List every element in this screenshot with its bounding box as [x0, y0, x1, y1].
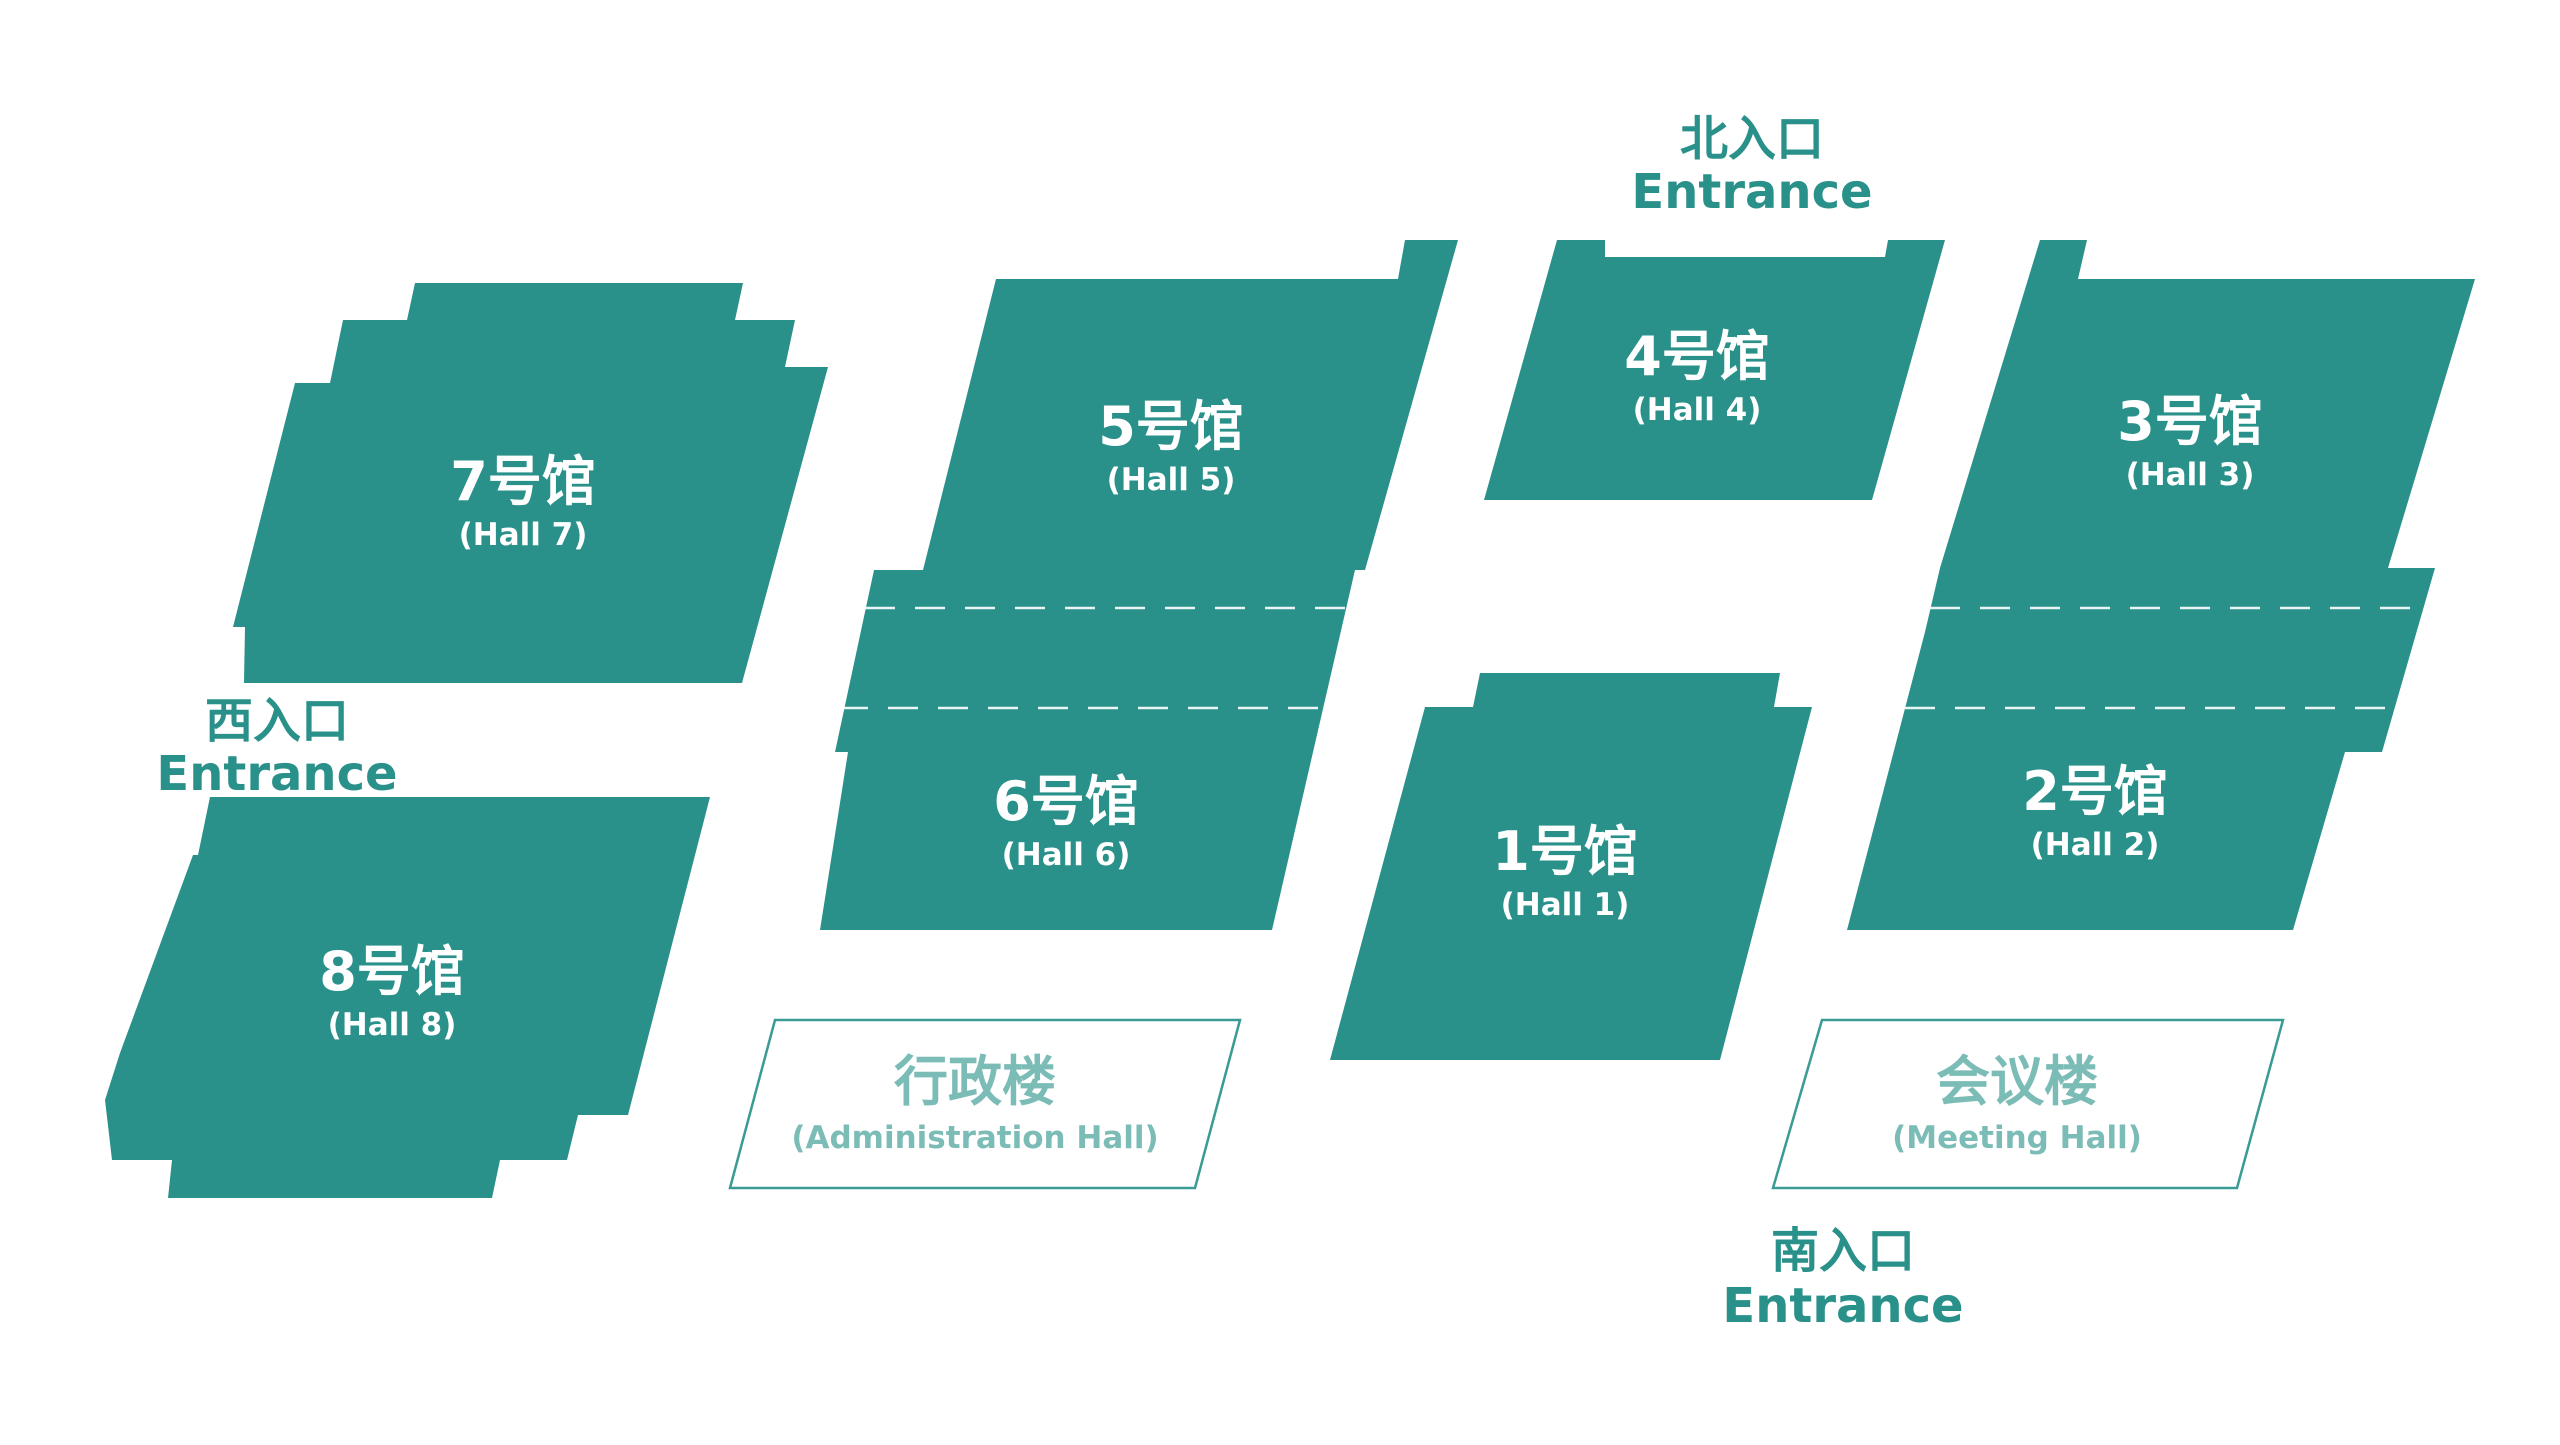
hall-7-block[interactable] — [233, 283, 828, 683]
hall-4-label: 4号馆 — [1624, 325, 1770, 388]
hall-7-sublabel: (Hall 7) — [459, 517, 588, 553]
south-entrance-sublabel: Entrance — [1722, 1278, 1963, 1334]
west-entrance-label: 西入口 — [205, 693, 349, 749]
hall-4-sublabel: (Hall 4) — [1633, 392, 1762, 428]
hall-6-label: 6号馆 — [993, 770, 1139, 833]
hall-8-block[interactable] — [105, 797, 710, 1198]
hall-2-sublabel: (Hall 2) — [2031, 827, 2160, 863]
hall-6-sublabel: (Hall 6) — [1002, 837, 1131, 873]
north-entrance-sublabel: Entrance — [1631, 164, 1872, 220]
meeting-building-block[interactable] — [1771, 1018, 2285, 1190]
hall-1-sublabel: (Hall 1) — [1501, 887, 1630, 923]
hall-5-6-block[interactable] — [820, 240, 1458, 930]
hall-3-label: 3号馆 — [2117, 390, 2263, 453]
west-entrance-sublabel: Entrance — [156, 746, 397, 802]
hall-3-sublabel: (Hall 3) — [2126, 457, 2255, 493]
hall-2-label: 2号馆 — [2022, 760, 2168, 823]
admin-building-sublabel: (Administration Hall) — [791, 1120, 1158, 1156]
north-entrance-label: 北入口 — [1680, 111, 1824, 167]
meeting-building-label: 会议楼 — [1936, 1050, 2098, 1113]
hall-8-sublabel: (Hall 8) — [328, 1007, 457, 1043]
admin-building-block[interactable] — [728, 1018, 1242, 1190]
hall-8-label: 8号馆 — [319, 940, 465, 1003]
hall-4-block[interactable] — [1484, 240, 1945, 500]
hall-1-block[interactable] — [1330, 673, 1812, 1060]
hall-7-label: 7号馆 — [450, 450, 596, 513]
admin-building-label: 行政楼 — [894, 1050, 1056, 1113]
meeting-building-sublabel: (Meeting Hall) — [1892, 1120, 2142, 1156]
hall-5-sublabel: (Hall 5) — [1107, 462, 1236, 498]
hall-1-label: 1号馆 — [1492, 820, 1638, 883]
south-entrance-label: 南入口 — [1771, 1223, 1915, 1279]
hall-5-label: 5号馆 — [1098, 395, 1244, 458]
hall-3-2-block[interactable] — [1847, 240, 2475, 930]
